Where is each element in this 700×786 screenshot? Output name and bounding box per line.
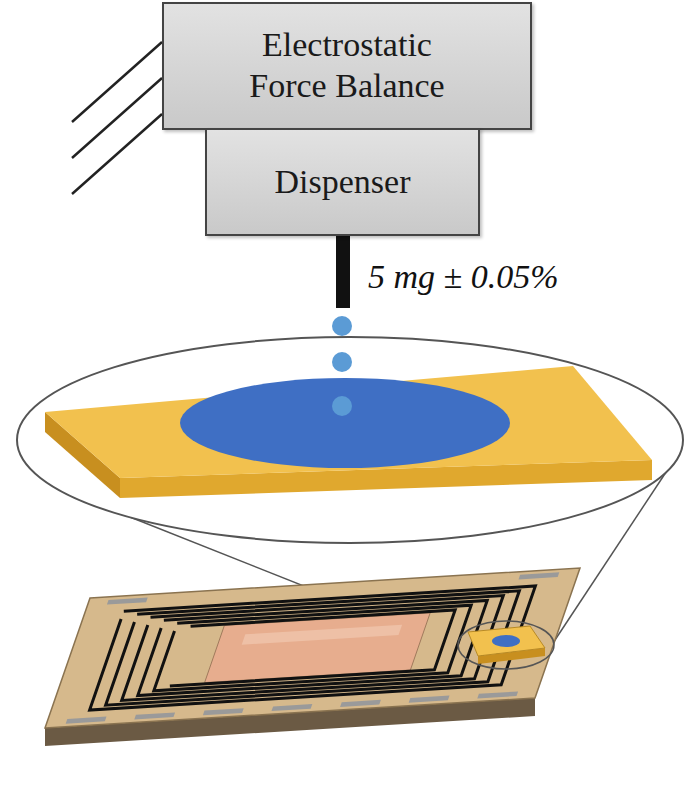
chip (45, 568, 580, 746)
nozzle (336, 236, 350, 308)
liquid-spot (180, 378, 510, 468)
box-label: Dispenser (275, 162, 411, 203)
wall-hatch (72, 42, 162, 194)
mass-spec: 5 mg ± 0.05% (368, 258, 559, 296)
zoom-ellipse (17, 337, 683, 543)
balance-box: Electrostatic Force Balance (162, 2, 532, 130)
dispenser-box: Dispenser (205, 128, 480, 236)
droplets (332, 316, 352, 416)
box-label: Electrostatic Force Balance (222, 25, 472, 107)
gold-plate (45, 366, 652, 498)
